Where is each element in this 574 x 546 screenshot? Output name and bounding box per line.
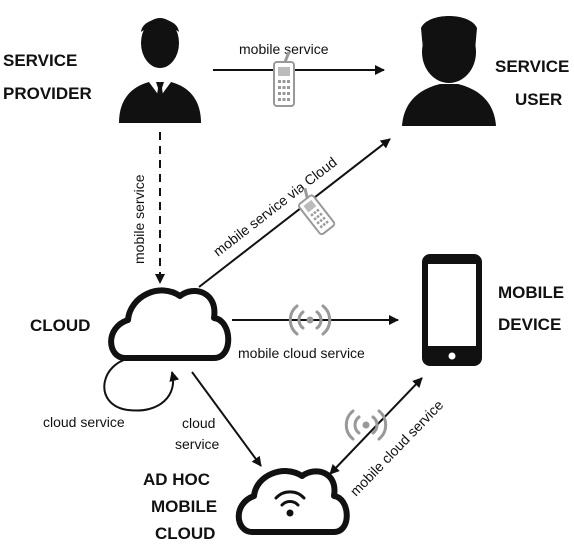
cloud-to-device-label: mobile cloud service [238,345,365,361]
provider-to-user-label: mobile service [239,41,329,57]
user-icon [402,16,496,126]
cloud-self-loop-label: cloud service [43,414,125,430]
service-provider-label-line2: PROVIDER [3,84,92,103]
mobile-phone-icon [298,188,336,236]
businessman-icon [119,18,201,123]
cloud-label: CLOUD [30,316,90,335]
adhoc-device-label: mobile cloud service [347,397,447,500]
cloud-to-adhoc-arrow [191,371,262,467]
wireless-signal-icon [344,409,388,441]
cloud-to-adhoc-label-line2: service [175,436,220,452]
mobile-device-label-line2: DEVICE [498,315,561,334]
cloud-icon [108,287,232,361]
mobile-phone-icon [273,51,295,107]
service-user-label-line1: SERVICE [495,57,569,76]
wireless-signal-icon [288,304,332,336]
smartphone-icon [422,254,482,366]
cloud-to-adhoc-label-line1: cloud [182,415,215,431]
adhoc-cloud-label-line3: CLOUD [155,524,215,543]
adhoc-cloud-label-line2: MOBILE [151,497,217,516]
mobile-device-label-line1: MOBILE [498,283,564,302]
service-provider-label-line1: SERVICE [3,51,77,70]
cloud-to-user-arrow [198,138,391,288]
provider-to-cloud-label: mobile service [131,174,147,264]
cloud-self-loop-arrow [103,357,180,412]
service-user-label-line2: USER [515,90,562,109]
wifi-cloud-icon [235,468,350,535]
adhoc-cloud-label-line1: AD HOC [143,470,210,489]
